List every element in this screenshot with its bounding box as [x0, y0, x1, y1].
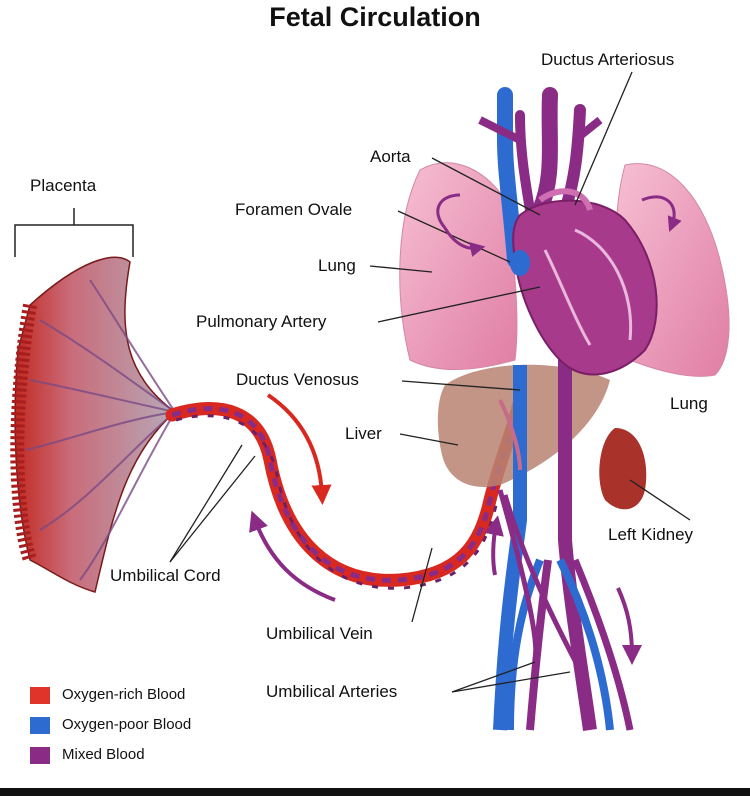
legend-label-mixed: Mixed Blood	[62, 746, 145, 763]
label-pulmonary-artery: Pulmonary Artery	[196, 312, 327, 331]
flow-arrow-purple-cord	[249, 510, 336, 602]
label-lung-right: Lung	[670, 394, 708, 413]
label-umbilical-vein: Umbilical Vein	[266, 624, 373, 643]
diagram-title: Fetal Circulation	[269, 2, 481, 32]
placenta-bracket	[14, 208, 134, 257]
label-foramen-ovale: Foramen Ovale	[235, 200, 353, 219]
label-ductus-venosus: Ductus Venosus	[236, 370, 359, 389]
label-left-kidney: Left Kidney	[608, 525, 694, 544]
label-aorta: Aorta	[370, 147, 411, 166]
flow-arrow-red	[266, 393, 332, 505]
label-liver: Liver	[345, 424, 382, 443]
bottom-border	[0, 788, 750, 796]
umbilical-arteries	[497, 489, 588, 682]
label-umbilical-cord: Umbilical Cord	[110, 566, 221, 585]
legend-swatch-mixed	[30, 747, 50, 764]
flow-arrow-lung-left	[436, 193, 478, 248]
placenta	[10, 256, 177, 593]
label-ductus-arteriosus: Ductus Arteriosus	[541, 50, 675, 69]
ductus-venosus-vessel	[498, 399, 522, 471]
flow-arrow-purple-arteries	[484, 515, 504, 576]
flow-arrow-lung-right	[641, 195, 682, 232]
label-placenta: Placenta	[30, 176, 97, 195]
legend-swatch-oxygen-rich	[30, 687, 50, 704]
foramen-ovale-shape	[510, 250, 530, 276]
legend-label-oxygen-rich: Oxygen-rich Blood	[62, 686, 186, 703]
inferior-vena-cava	[493, 365, 527, 731]
legend-label-oxygen-poor: Oxygen-poor Blood	[62, 716, 192, 733]
left-kidney	[599, 428, 647, 510]
left-lung	[399, 162, 518, 370]
label-umbilical-arteries: Umbilical Arteries	[266, 682, 398, 701]
label-lung-left: Lung	[318, 256, 356, 275]
flow-arrow-purple-down	[616, 587, 642, 665]
descending-aorta	[558, 330, 597, 731]
leader-lines	[169, 71, 691, 693]
legend-swatch-oxygen-poor	[30, 717, 50, 734]
